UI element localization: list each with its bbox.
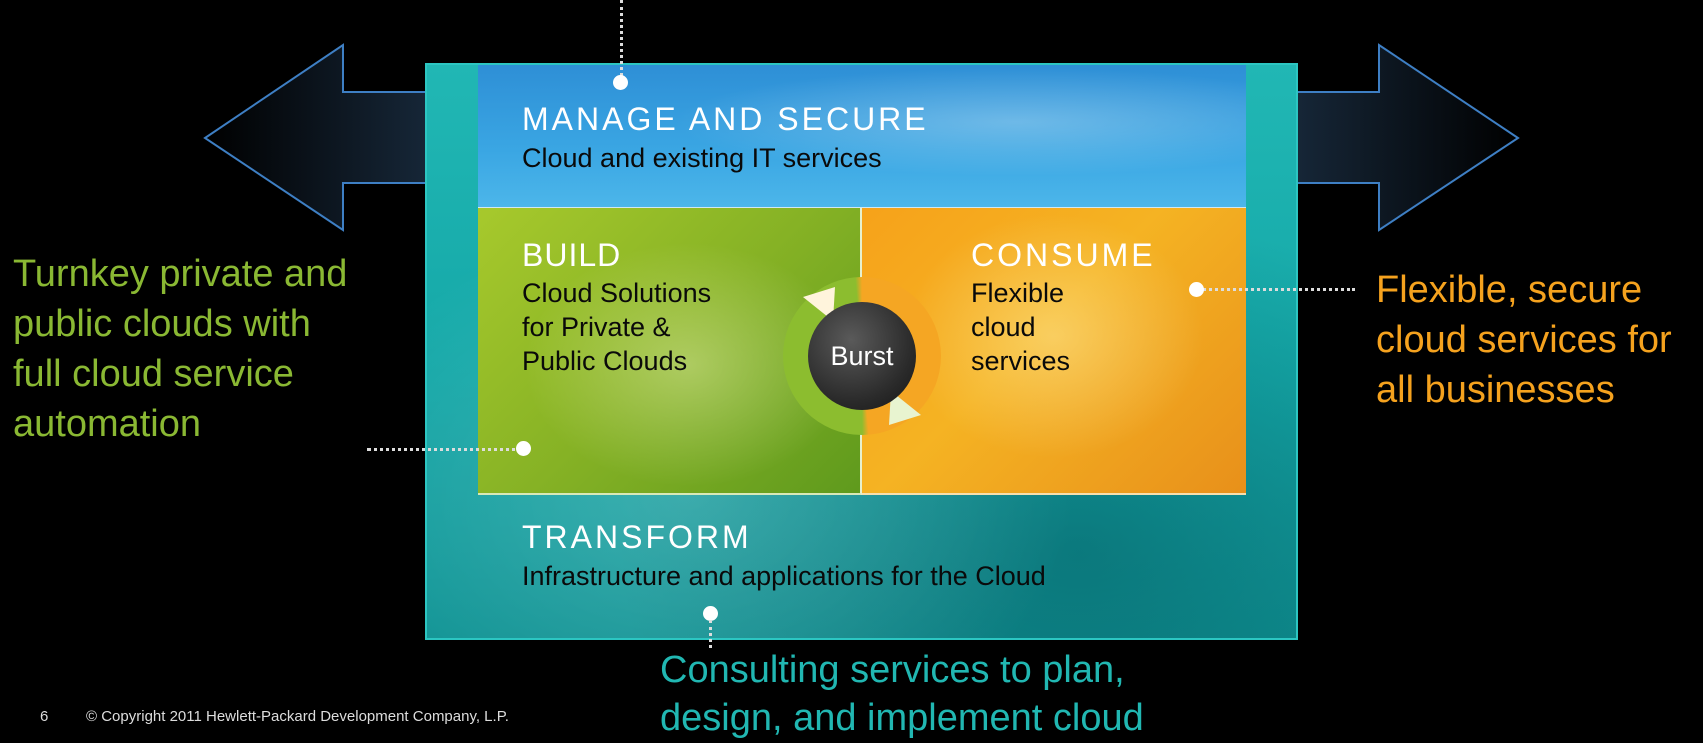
right-callout: Flexible, secure cloud services for all … (1376, 265, 1672, 415)
right-callout-line: Flexible, secure (1376, 269, 1643, 311)
left-connector-dot (516, 441, 531, 456)
transform-title: TRANSFORM (522, 519, 752, 555)
right-connector-line (1198, 288, 1355, 291)
transform-subtitle: Infrastructure and applications for the … (522, 561, 1046, 591)
bottom-connector-line (709, 620, 712, 648)
manage-subtitle: Cloud and existing IT services (522, 143, 882, 173)
consume-subtitle: Flexible cloud services (971, 276, 1070, 378)
left-callout-line: full cloud service (13, 353, 294, 395)
left-callout: Turnkey private and public clouds with f… (13, 249, 347, 449)
top-connector-dot (613, 75, 628, 90)
build-subtitle-line: for Private & (522, 312, 671, 342)
right-callout-line: cloud services for (1376, 319, 1672, 361)
manage-secure-panel (478, 65, 1246, 209)
consume-subtitle-line: cloud (971, 312, 1036, 342)
bottom-callout: Consulting services to plan, design, and… (660, 646, 1144, 742)
consume-subtitle-line: services (971, 346, 1071, 376)
build-subtitle-line: Cloud Solutions (522, 278, 712, 308)
left-connector-line (367, 448, 523, 451)
burst-arrow-tip-top (803, 287, 835, 321)
burst-label: Burst (808, 302, 916, 410)
build-title: BUILD (522, 237, 622, 273)
consume-title: CONSUME (971, 237, 1156, 273)
burst-cycle-arrows-icon (803, 287, 921, 425)
left-callout-line: public clouds with (13, 303, 311, 345)
page-number: 6 (40, 708, 49, 725)
bottom-connector-dot (703, 606, 718, 621)
left-callout-line: automation (13, 403, 202, 445)
manage-title: MANAGE AND SECURE (522, 101, 929, 137)
build-subtitle: Cloud Solutions for Private & Public Clo… (522, 276, 711, 378)
right-connector-dot (1189, 282, 1204, 297)
right-callout-line: all businesses (1376, 369, 1615, 411)
consume-subtitle-line: Flexible (971, 278, 1065, 308)
top-connector-line (620, 0, 623, 76)
left-callout-line: Turnkey private and (13, 253, 348, 295)
copyright-text: © Copyright 2011 Hewlett-Packard Develop… (86, 708, 509, 725)
bottom-callout-line: design, and implement cloud (660, 697, 1144, 739)
burst-arrow-tip-bottom (889, 391, 921, 425)
bottom-callout-line: Consulting services to plan, (660, 649, 1125, 691)
build-subtitle-line: Public Clouds (522, 346, 688, 376)
